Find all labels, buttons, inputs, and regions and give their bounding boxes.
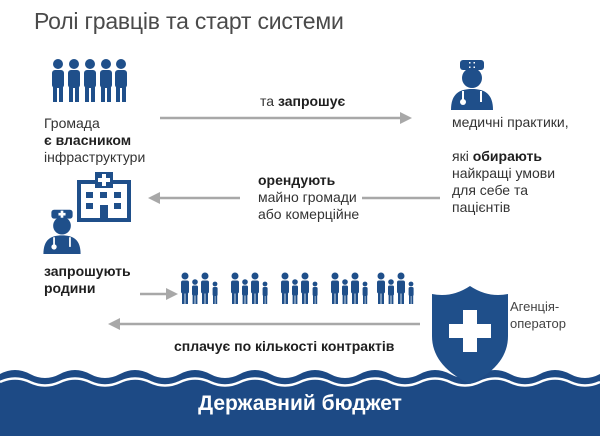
invite-families-line2: родини: [44, 280, 96, 296]
practices-choice: які обирають найкращі умови для себе та …: [452, 148, 555, 216]
agency-line1: Агенція-: [510, 299, 560, 314]
practices-line4: для себе та: [452, 182, 529, 198]
rent-arrow-label: орендують майно громади або комерційне: [258, 172, 359, 223]
pay-arrow: [108, 318, 420, 330]
invite-families-label: запрошують родини: [44, 263, 131, 297]
people-group-icon: [52, 59, 127, 102]
practices-line2-bold: обирають: [472, 148, 542, 164]
rent-line1: орендують: [258, 172, 336, 188]
shield-cross-icon: [432, 286, 508, 384]
community-label: Громада є власником інфраструктури: [44, 115, 145, 166]
rent-line3: або комерційне: [258, 206, 360, 222]
community-line1: Громада: [44, 115, 100, 131]
practices-line2-prefix: які: [452, 148, 473, 164]
rent-arrow: [148, 192, 240, 204]
hospital-icon: [77, 172, 131, 222]
practices-label: медичні практики,: [452, 114, 569, 131]
invite-arrow-prefix: та: [260, 93, 278, 109]
footer-band: [0, 370, 600, 436]
agency-line2: оператор: [510, 316, 566, 331]
families-arrow: [140, 288, 178, 300]
invite-arrow: [160, 112, 412, 124]
practices-line5: пацієнтів: [452, 199, 511, 215]
practices-line3: найкращі умови: [452, 165, 556, 181]
invite-arrow-label: та запрошує: [260, 93, 345, 110]
pay-arrow-label: сплачує по кількості контрактів: [174, 338, 395, 354]
rent-arrow-right: [362, 196, 440, 200]
footer-label: Державний бюджет: [198, 392, 402, 415]
doctor-icon-left: [43, 209, 81, 254]
invite-arrow-bold: запрошує: [277, 93, 346, 109]
practices-line1: медичні практики,: [452, 114, 569, 130]
rent-line2: майно громади: [258, 189, 357, 205]
page-title: Ролі гравців та старт системи: [34, 8, 344, 34]
agency-label: Агенція- оператор: [510, 298, 566, 332]
community-line2: є власником: [44, 132, 132, 148]
family-icon: [181, 272, 414, 304]
community-line3: інфраструктури: [44, 149, 146, 165]
invite-families-line1: запрошують: [44, 263, 131, 279]
doctor-icon: [451, 60, 493, 110]
